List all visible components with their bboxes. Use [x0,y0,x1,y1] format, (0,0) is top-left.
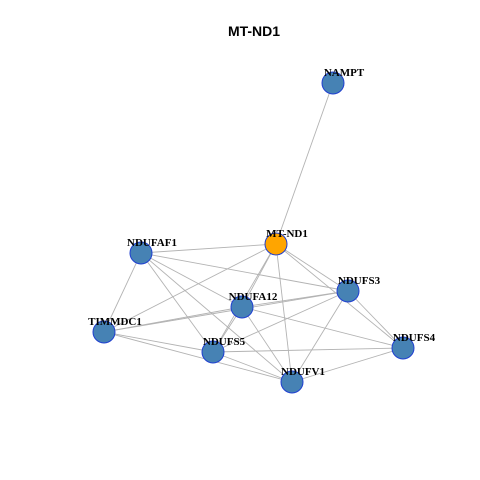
node-label-ndufv1: NDUFV1 [281,366,325,378]
edge-ndufaf1-ndufa12 [140,252,243,308]
edge-ndufaf1-timmdc1 [103,252,142,333]
node-circle-ndufs4 [391,336,415,360]
edge-mt-nd1-ndufaf1 [140,243,277,254]
node-ndufv1: NDUFV1 [280,366,325,394]
edge-nampt-mt-nd1 [275,82,334,245]
edge-timmdc1-ndufv1 [103,331,293,383]
edge-ndufs3-ndufs4 [347,290,404,349]
node-label-ndufs5: NDUFS5 [203,336,246,348]
edge-mt-nd1-ndufv1 [275,243,293,383]
edge-mt-nd1-ndufs3 [275,243,349,292]
edge-ndufs3-ndufs5 [212,290,349,353]
edge-timmdc1-ndufs3 [103,290,349,333]
edge-ndufs5-ndufs4 [212,347,404,353]
node-ndufs5: NDUFS5 [201,336,246,364]
node-circle-mt-nd1 [264,232,288,256]
node-label-mt-nd1: MT-ND1 [266,228,308,240]
node-ndufa12: NDUFA12 [229,291,278,319]
edge-ndufv1-ndufs4 [291,347,404,383]
edge-ndufa12-ndufv1 [241,306,293,383]
node-ndufaf1: NDUFAF1 [127,237,177,265]
edge-ndufaf1-ndufs5 [140,252,214,353]
edge-ndufs5-ndufv1 [212,351,293,383]
node-label-ndufaf1: NDUFAF1 [127,237,177,249]
node-circle-ndufa12 [230,295,254,319]
node-label-timmdc1: TIMMDC1 [88,316,142,328]
node-label-nampt: NAMPT [324,67,365,79]
node-nampt: NAMPT [321,67,365,95]
node-mt-nd1: MT-ND1 [264,228,308,256]
node-label-ndufa12: NDUFA12 [229,291,278,303]
node-circle-ndufs5 [201,340,225,364]
node-circle-ndufv1 [280,370,304,394]
edge-ndufaf1-ndufs3 [140,252,349,292]
edge-timmdc1-ndufs5 [103,331,214,353]
node-timmdc1: TIMMDC1 [88,316,142,344]
node-label-ndufs3: NDUFS3 [338,275,381,287]
edge-ndufs3-ndufv1 [291,290,349,383]
node-label-ndufs4: NDUFS4 [393,332,436,344]
node-circle-ndufaf1 [129,241,153,265]
edge-ndufa12-ndufs4 [241,306,404,349]
node-circle-timmdc1 [92,320,116,344]
edges-layer [103,82,404,383]
node-circle-nampt [321,71,345,95]
edge-ndufaf1-ndufv1 [140,252,293,383]
diagram-title: MT-ND1 [228,23,280,39]
node-ndufs4: NDUFS4 [391,332,436,360]
edge-mt-nd1-timmdc1 [103,243,277,333]
nodes-layer: NAMPT MT-ND1NDUFAF1NDUFS3NDUFA12TIMMDC1ND… [88,67,436,394]
node-ndufs3: NDUFS3 [336,275,381,303]
node-circle-ndufs3 [336,279,360,303]
